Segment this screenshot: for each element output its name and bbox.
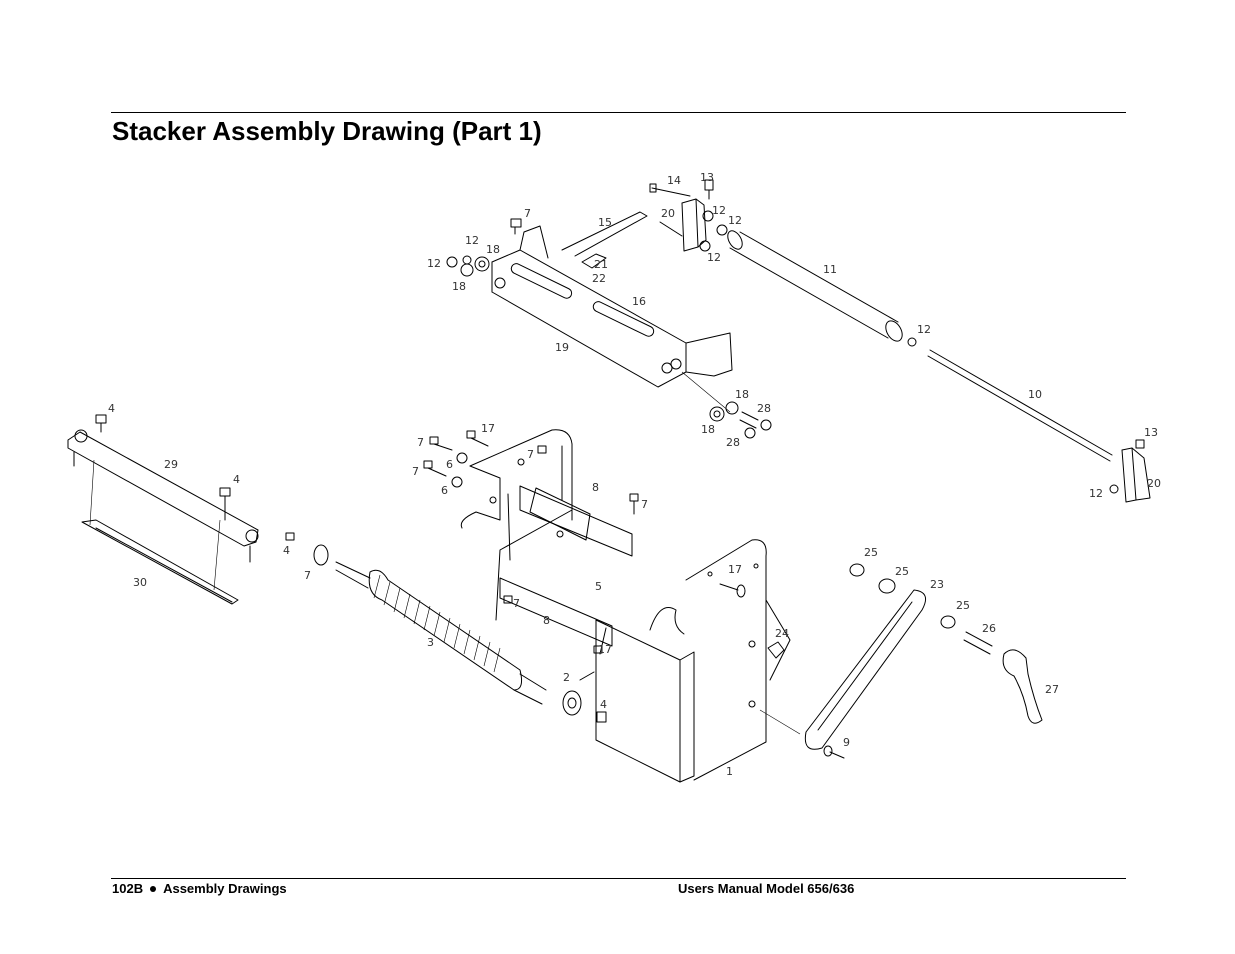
part-callout-4: 4: [600, 698, 607, 711]
part-callout-13: 13: [1144, 426, 1158, 439]
auger-assembly: [285, 532, 607, 723]
footer-page-number: 102B: [112, 881, 144, 896]
part-callout-5: 5: [595, 580, 602, 593]
slotted-link: [804, 589, 927, 759]
shaft-assembly: [927, 349, 1151, 503]
bullet-icon: [150, 885, 157, 892]
part-callout-8: 8: [592, 481, 599, 494]
part-callout-19: 19: [555, 341, 569, 354]
part-callout-20: 20: [661, 207, 675, 220]
part-callout-17: 17: [598, 643, 612, 656]
part-callout-23: 23: [930, 578, 944, 591]
part-callout-7: 7: [513, 597, 520, 610]
part-callout-16: 16: [632, 295, 646, 308]
part-callout-1: 1: [726, 765, 733, 778]
left-strip-assembly: [67, 414, 259, 605]
part-callout-24: 24: [775, 627, 789, 640]
upper-hardware: [446, 218, 522, 277]
handle-hardware: [849, 563, 1043, 724]
part-callout-12: 12: [427, 257, 441, 270]
part-callout-6: 6: [446, 458, 453, 471]
part-callout-29: 29: [164, 458, 178, 471]
part-callout-3: 3: [427, 636, 434, 649]
part-callout-12: 12: [712, 204, 726, 217]
part-callout-21: 21: [594, 258, 608, 271]
frame-upper-plate: [460, 429, 633, 647]
part-callout-28: 28: [757, 402, 771, 415]
part-callout-7: 7: [417, 436, 424, 449]
main-side-plate: [579, 539, 801, 783]
part-callout-25: 25: [956, 599, 970, 612]
part-callout-12: 12: [728, 214, 742, 227]
part-callout-11: 11: [823, 263, 837, 276]
part-callout-25: 25: [895, 565, 909, 578]
part-callout-14: 14: [667, 174, 681, 187]
upper-tray-bracket: [491, 211, 733, 388]
part-callout-26: 26: [982, 622, 996, 635]
tray-hardware: [681, 371, 772, 439]
part-callout-12: 12: [707, 251, 721, 264]
part-callout-13: 13: [700, 171, 714, 184]
page-title: Stacker Assembly Drawing (Part 1): [112, 116, 542, 146]
part-callout-15: 15: [598, 216, 612, 229]
part-callout-8: 8: [543, 614, 550, 627]
part-callout-18: 18: [452, 280, 466, 293]
part-callout-17: 17: [481, 422, 495, 435]
part-callout-2: 2: [563, 671, 570, 684]
part-callout-18: 18: [735, 388, 749, 401]
part-callout-18: 18: [701, 423, 715, 436]
part-callout-4: 4: [108, 402, 115, 415]
footer-manual-title: Users Manual Model 656/636: [678, 881, 855, 896]
part-callout-17: 17: [728, 563, 742, 576]
part-callout-12: 12: [917, 323, 931, 336]
part-callout-12: 12: [465, 234, 479, 247]
part-callout-4: 4: [283, 544, 290, 557]
part-callout-7: 7: [524, 207, 531, 220]
part-callout-18: 18: [486, 243, 500, 256]
frame-hardware: [423, 430, 639, 654]
part-callout-25: 25: [864, 546, 878, 559]
part-callout-9: 9: [843, 736, 850, 749]
part-callout-20: 20: [1147, 477, 1161, 490]
part-callout-7: 7: [304, 569, 311, 582]
part-callout-7: 7: [641, 498, 648, 511]
part-callout-10: 10: [1028, 388, 1042, 401]
part-callout-30: 30: [133, 576, 147, 589]
footer-rule: [111, 878, 1126, 879]
header-rule: [111, 112, 1126, 113]
part-callout-12: 12: [1089, 487, 1103, 500]
part-callout-4: 4: [233, 473, 240, 486]
part-callout-7: 7: [527, 448, 534, 461]
part-callout-28: 28: [726, 436, 740, 449]
upper-roller-assembly: [649, 179, 917, 347]
part-callout-27: 27: [1045, 683, 1059, 696]
part-callout-7: 7: [412, 465, 419, 478]
part-callout-6: 6: [441, 484, 448, 497]
part-callout-22: 22: [592, 272, 606, 285]
footer-section: Assembly Drawings: [163, 881, 287, 896]
footer-left: 102B Assembly Drawings: [112, 881, 287, 896]
